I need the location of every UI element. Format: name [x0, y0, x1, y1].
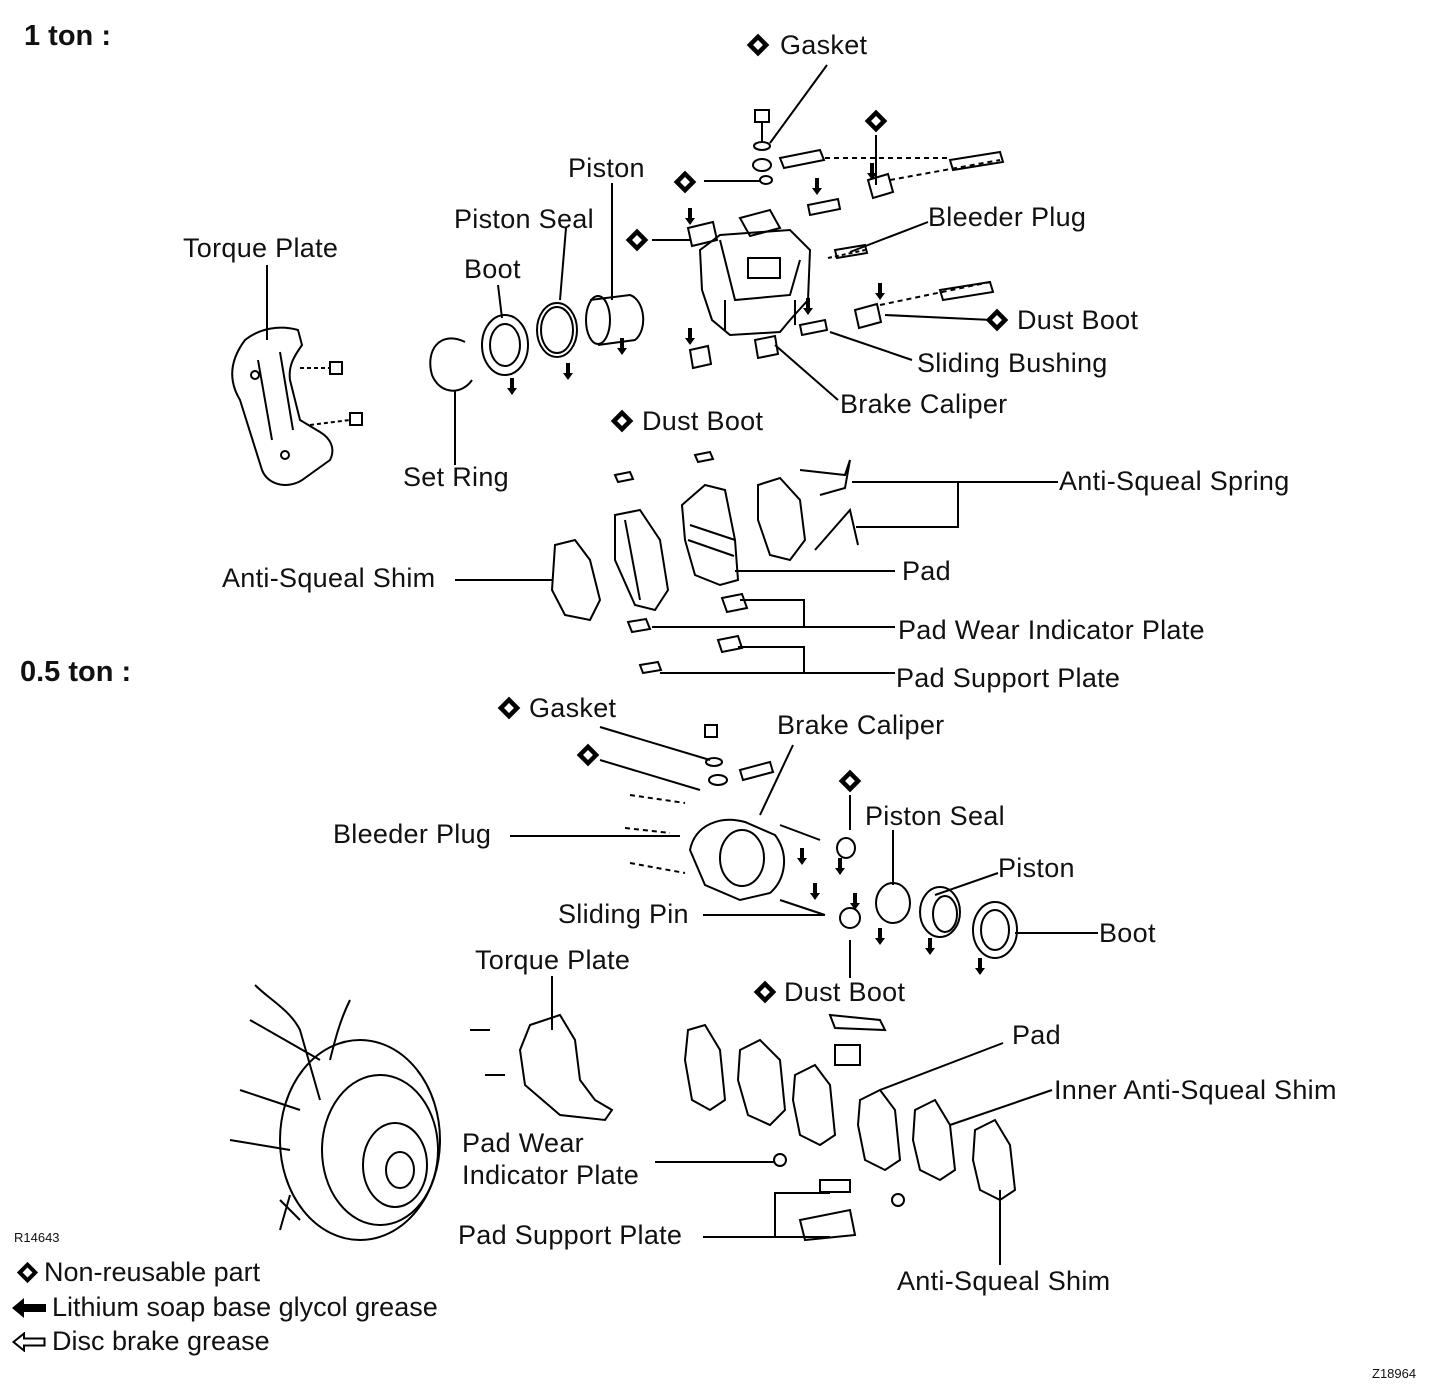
label-torque-plate-0-5ton: Torque Plate — [475, 945, 631, 975]
label-piston-0-5ton: Piston — [998, 853, 1075, 883]
label-dust-boot-right-1ton: Dust Boot — [1017, 305, 1139, 335]
label-pad-1ton: Pad — [902, 556, 951, 586]
legend-non-reusable-text: Non-reusable part — [44, 1257, 261, 1287]
label-torque-plate-1ton: Torque Plate — [183, 233, 339, 263]
label-gasket-1ton: Gasket — [780, 30, 868, 60]
legend-lithium-grease: Lithium soap base glycol grease — [12, 1294, 438, 1321]
label-piston-1ton: Piston — [568, 153, 645, 183]
legend-lithium-grease-text: Lithium soap base glycol grease — [52, 1292, 438, 1322]
section-title-0-5-ton: 0.5 ton : — [20, 656, 132, 688]
diamond-icon — [16, 1261, 39, 1284]
legend-disc-brake-grease-text: Disc brake grease — [52, 1326, 270, 1356]
label-anti-squeal-shim-1ton: Anti-Squeal Shim — [222, 563, 436, 593]
legend-non-reusable: Non-reusable part — [16, 1259, 260, 1286]
label-sliding-bushing-1ton: Sliding Bushing — [917, 348, 1108, 378]
label-dust-boot-center-1ton: Dust Boot — [642, 406, 764, 436]
label-anti-squeal-shim-0-5ton: Anti-Squeal Shim — [897, 1266, 1111, 1296]
label-anti-squeal-spring-1ton: Anti-Squeal Spring — [1059, 466, 1290, 496]
corner-code: Z18964 — [1372, 1366, 1417, 1381]
label-boot-1ton: Boot — [464, 254, 521, 284]
label-pad-wear-line2-0-5ton: Indicator Plate — [462, 1160, 640, 1190]
label-pad-wear-line1-0-5ton: Pad Wear — [462, 1128, 584, 1158]
label-brake-caliper-1ton: Brake Caliper — [840, 389, 1008, 419]
label-bleeder-plug-1ton: Bleeder Plug — [928, 202, 1087, 232]
label-inner-anti-squeal-shim-0-5ton: Inner Anti-Squeal Shim — [1054, 1075, 1337, 1105]
figure-code: R14643 — [14, 1230, 60, 1245]
label-piston-seal-0-5ton: Piston Seal — [865, 801, 1005, 831]
label-pad-support-plate-1ton: Pad Support Plate — [896, 663, 1121, 693]
label-dust-boot-0-5ton: Dust Boot — [784, 977, 906, 1007]
label-sliding-pin-0-5ton: Sliding Pin — [558, 899, 689, 929]
outline-arrow-icon — [12, 1331, 46, 1352]
label-pad-wear-indicator-plate-1ton: Pad Wear Indicator Plate — [898, 615, 1205, 645]
label-pad-0-5ton: Pad — [1012, 1020, 1061, 1050]
legend-disc-brake-grease: Disc brake grease — [12, 1328, 270, 1355]
label-brake-caliper-0-5ton: Brake Caliper — [777, 710, 945, 740]
label-gasket-0-5ton: Gasket — [529, 693, 617, 723]
label-boot-0-5ton: Boot — [1099, 918, 1156, 948]
section-title-1-ton: 1 ton : — [24, 20, 111, 52]
label-set-ring-1ton: Set Ring — [403, 462, 509, 492]
label-piston-seal-1ton: Piston Seal — [454, 204, 594, 234]
solid-arrow-icon — [12, 1297, 46, 1318]
label-pad-support-plate-0-5ton: Pad Support Plate — [458, 1220, 683, 1250]
label-bleeder-plug-0-5ton: Bleeder Plug — [333, 819, 492, 849]
